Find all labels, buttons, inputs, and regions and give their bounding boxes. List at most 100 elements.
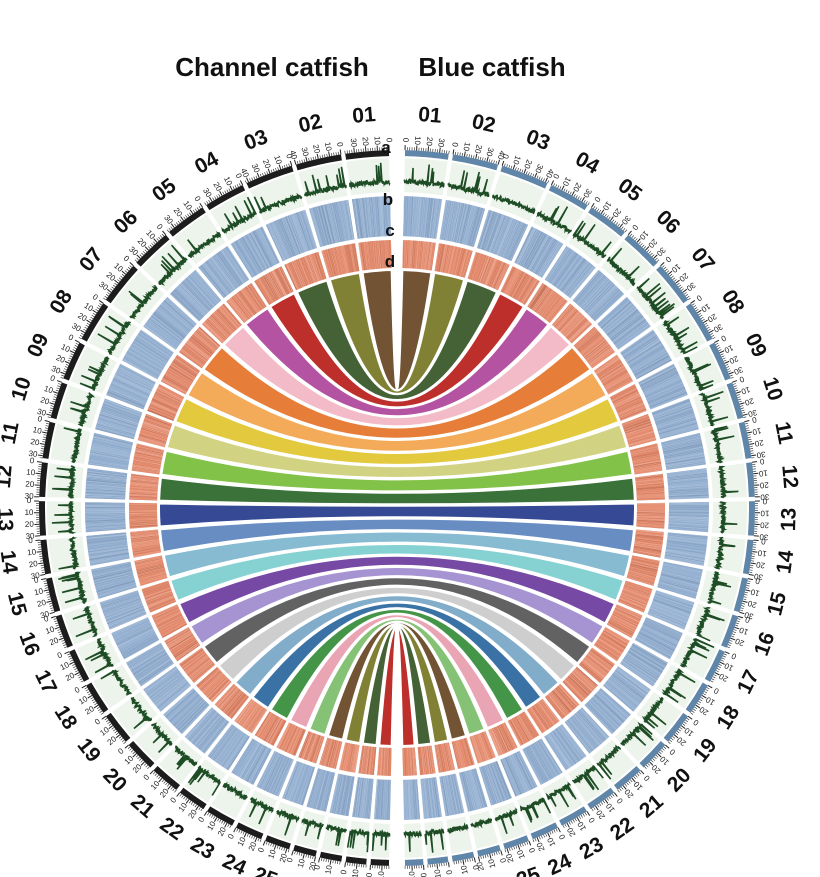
- tick-label-left-chr-24-20: 20: [247, 840, 259, 852]
- tick-label-left-chr-01-0: 0: [385, 138, 394, 143]
- tick-label-right-chr-26-0: 0: [498, 856, 508, 863]
- chr-label-left-chr-06: 06: [110, 206, 143, 239]
- density-line-left-chr-22: [187, 765, 221, 796]
- tick-left-chr-21-18: [166, 783, 170, 787]
- tick-left-chr-03-40: [246, 177, 250, 183]
- tick-left-chr-25-22: [287, 849, 290, 853]
- tick-left-chr-07-24: [112, 284, 116, 288]
- tick-right-chr-27-12: [460, 860, 462, 864]
- density-right-chr-12: [710, 463, 747, 499]
- heatmap-red-left-chr-08: [160, 354, 201, 395]
- tick-left-chr-05-16: [185, 215, 188, 219]
- tick-right-chr-21-6: [635, 774, 638, 778]
- synteny-link-03: [295, 279, 499, 402]
- heatmap-red-left-chr-09: [147, 384, 185, 422]
- tick-right-chr-06-30: [653, 254, 658, 259]
- karyotype-left-chr-16: [55, 614, 73, 648]
- tick-left-chr-08-24: [85, 324, 89, 327]
- tick-left-chr-17-8: [70, 659, 74, 662]
- tick-right-chr-09-28: [727, 370, 732, 373]
- tick-left-chr-08-22: [86, 322, 90, 325]
- tick-right-chr-21-18: [624, 783, 628, 787]
- tick-right-chr-07-20: [675, 279, 680, 284]
- tick-left-chr-03-42: [244, 180, 247, 184]
- heatmap-blue-right-chr-10: [651, 398, 699, 440]
- tick-label-right-chr-17-0: 0: [730, 651, 738, 661]
- tick-right-chr-11-10: [746, 431, 753, 434]
- tick-left-chr-18-28: [100, 712, 104, 715]
- synteny-link-16: [168, 543, 626, 603]
- heatmap-red-right-chr-20: [562, 666, 598, 703]
- heatmap-blue-left-chr-14: [86, 532, 130, 566]
- tick-right-chr-05-36: [624, 229, 628, 233]
- synteny-link-11: [160, 449, 634, 493]
- tick-right-chr-25-18: [509, 847, 511, 851]
- tick-label-right-chr-21-0: 0: [642, 773, 652, 783]
- karyotype-right-chr-08: [685, 303, 713, 342]
- tick-left-chr-03-18: [270, 169, 273, 173]
- tick-left-chr-07-16: [118, 277, 122, 280]
- tick-left-chr-22-6: [183, 796, 186, 800]
- tick-left-chr-03-10: [278, 164, 282, 170]
- tick-right-chr-18-6: [704, 691, 708, 694]
- tick-right-chr-08-14: [699, 314, 703, 318]
- chr-label-right-chr-03: 03: [523, 125, 553, 155]
- heatmap-blue-right-chr-04: [514, 226, 564, 278]
- tick-left-chr-19-28: [123, 741, 127, 744]
- tick-right-chr-26-16: [482, 855, 484, 859]
- tick-left-chr-11-0: [44, 420, 50, 423]
- tick-right-chr-02-14: [468, 154, 470, 158]
- tick-right-chr-21-4: [636, 773, 640, 776]
- density-right-chr-18: [656, 664, 701, 709]
- tick-left-chr-04-16: [224, 190, 227, 194]
- tick-left-chr-22-24: [200, 808, 203, 812]
- karyotype-left-chr-23: [207, 806, 235, 826]
- tick-right-chr-11-30: [751, 454, 757, 457]
- heatmap-blue-right-chr-12: [666, 468, 709, 500]
- tick-label-right-chr-08-30: 30: [711, 322, 724, 334]
- tick-left-chr-23-0: [203, 811, 208, 816]
- tick-left-chr-10-28: [48, 412, 52, 414]
- tick-label-right-chr-07-30: 30: [684, 280, 697, 293]
- tick-right-chr-18-4: [705, 689, 709, 692]
- heatmap-blue-right-chr-18: [620, 642, 668, 687]
- tick-right-chr-04-28: [579, 197, 582, 201]
- tick-left-chr-07-8: [124, 270, 128, 273]
- tick-left-chr-18-24: [98, 708, 101, 711]
- tick-left-chr-03-30: [256, 172, 260, 178]
- tick-left-chr-04-28: [212, 197, 215, 201]
- tick-right-chr-03-20: [523, 168, 527, 174]
- heatmap-blue-left-chr-23: [231, 738, 272, 785]
- tick-right-chr-27-10: [462, 859, 465, 865]
- karyotype-left-chr-01: [345, 150, 390, 160]
- tick-label-left-chr-23-0: 0: [196, 815, 206, 824]
- density-line-left-chr-07: [128, 284, 158, 320]
- karyotype-right-chr-04: [548, 185, 588, 211]
- chr-label-left-chr-04: 04: [191, 147, 223, 179]
- tick-right-chr-17-24: [712, 676, 716, 679]
- tick-left-chr-24-4: [238, 829, 241, 833]
- heatmap-red-right-chr-02: [434, 243, 473, 278]
- tick-left-chr-10-30: [46, 413, 52, 416]
- tick-label-right-chr-18-20: 20: [697, 704, 710, 717]
- tick-left-chr-08-8: [95, 309, 99, 312]
- tick-label-left-chr-10-10: 10: [43, 384, 55, 396]
- tick-left-chr-07-22: [114, 282, 118, 286]
- tick-left-chr-02-4: [335, 152, 337, 156]
- tick-left-chr-26-20: [313, 856, 316, 862]
- tick-left-chr-24-22: [257, 838, 260, 842]
- chr-label-right-chr-15: 15: [763, 589, 791, 618]
- synteny-link-08: [185, 370, 609, 453]
- tick-right-chr-05-2: [593, 205, 596, 209]
- tick-left-chr-16-14: [58, 631, 62, 633]
- chr-label-left-chr-21: 21: [126, 790, 159, 823]
- heatmap-red-right-chr-04: [500, 266, 540, 305]
- tick-left-chr-02-22: [315, 156, 317, 160]
- chr-label-right-chr-09: 09: [741, 330, 772, 361]
- heatmap-red-right-chr-10: [621, 413, 657, 448]
- heatmap-red-left-chr-02: [321, 243, 360, 278]
- tick-right-chr-10-28: [742, 412, 746, 414]
- heatmap-blue-right-chr-02: [439, 199, 486, 248]
- chr-label-left-chr-11: 11: [0, 420, 24, 446]
- density-line-left-chr-28: [346, 828, 370, 853]
